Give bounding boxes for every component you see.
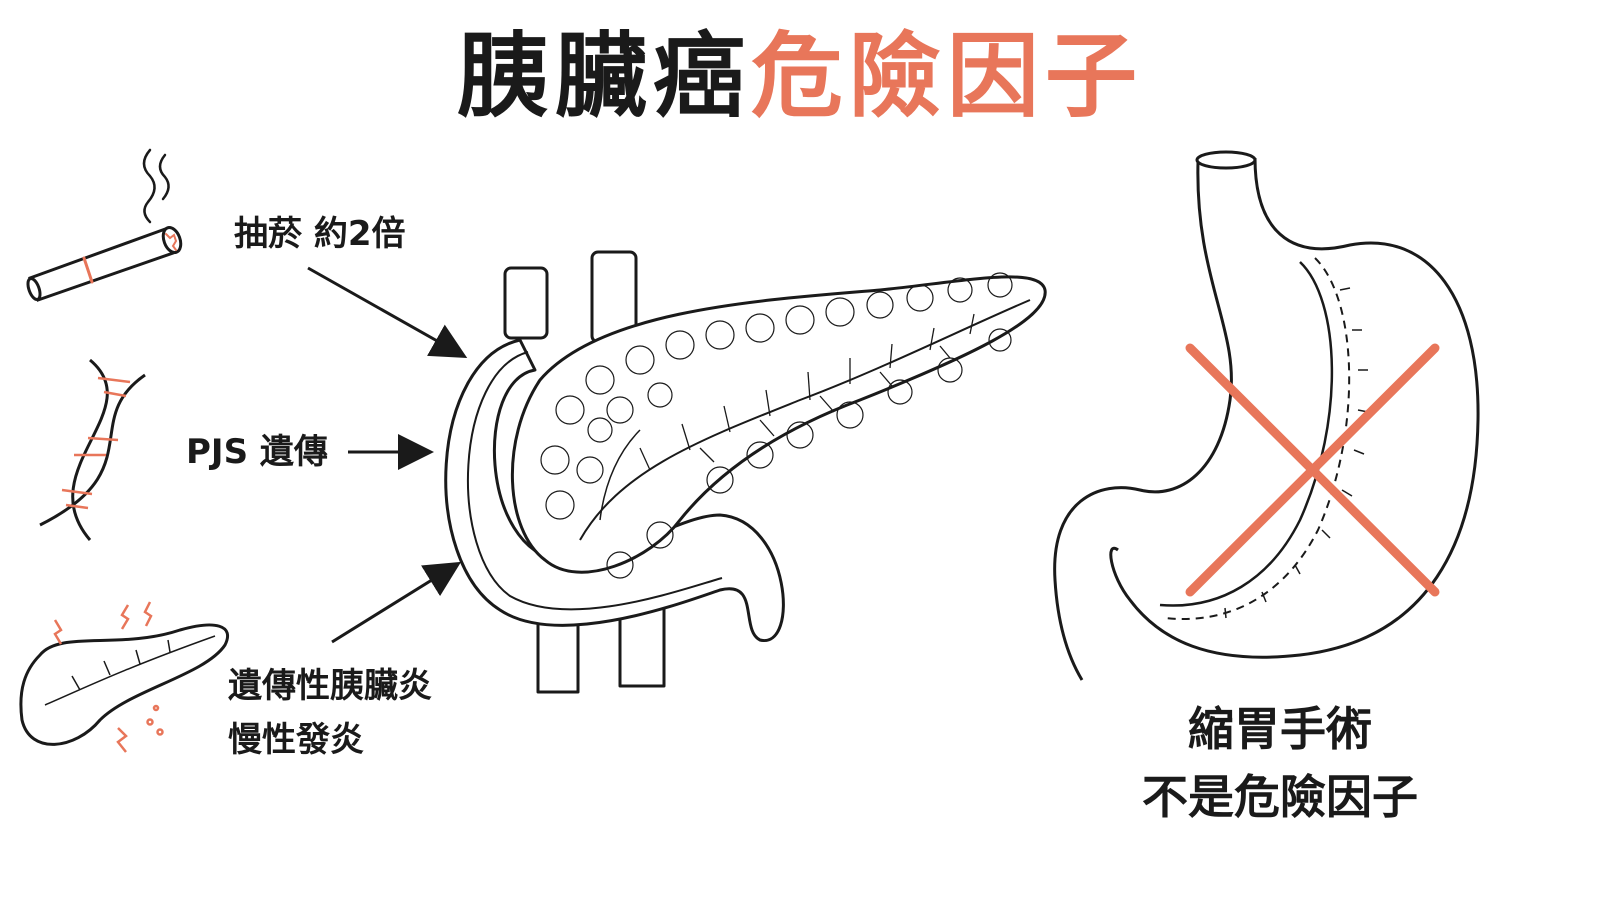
label-genetic: PJS 遺傳: [186, 432, 328, 472]
arrow-pancreatitis: [331, 561, 462, 644]
title-main: 胰臟癌: [456, 23, 751, 130]
title-accent: 危險因子: [751, 23, 1144, 130]
label-gastric-surgery-line1: 縮胃手術: [1188, 702, 1372, 756]
arrows: [307, 266, 468, 644]
cigarette-icon: [26, 148, 183, 302]
label-gastric-surgery-line2: 不是危險因子: [1142, 770, 1418, 824]
pancreas-illustration: [444, 250, 1047, 694]
arrow-smoking: [307, 266, 468, 358]
inflamed-pancreas-icon: [19, 601, 229, 753]
cross-mark-icon: [1185, 343, 1440, 597]
label-pancreatitis-line1: 遺傳性胰臟炎: [228, 666, 432, 706]
label-pancreatitis-line2: 慢性發炎: [228, 720, 364, 760]
page-title: 胰臟癌危險因子: [0, 22, 1600, 132]
dna-icon: [39, 358, 146, 541]
label-smoking: 抽菸 約2倍: [234, 214, 406, 254]
stomach-illustration: [1053, 150, 1480, 681]
